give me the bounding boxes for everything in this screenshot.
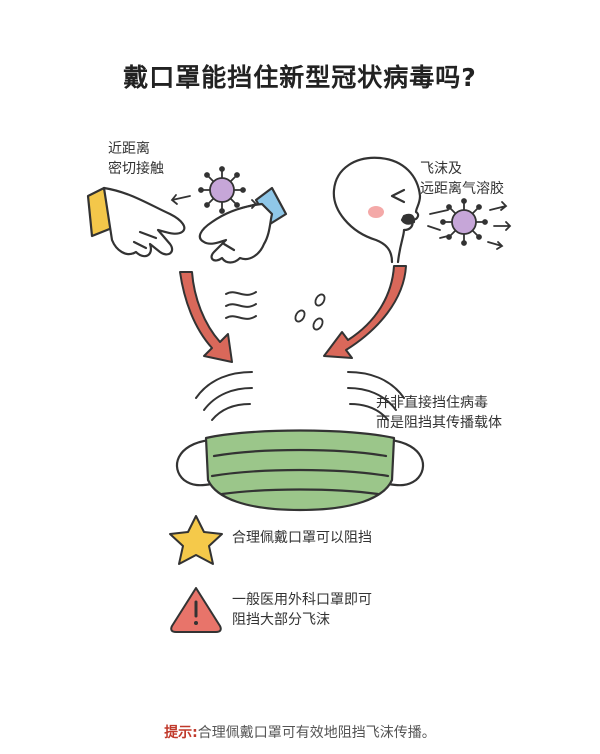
mask-icon bbox=[175, 429, 425, 512]
mask-strap-right bbox=[386, 438, 425, 487]
hands-illustration bbox=[86, 186, 288, 264]
open-mouth bbox=[400, 213, 416, 225]
left-hand bbox=[102, 186, 186, 258]
virus-icon bbox=[198, 166, 246, 214]
label-mask-function-line2: 而是阻挡其传播载体 bbox=[376, 415, 502, 431]
arrow-left bbox=[179, 271, 233, 363]
cheek bbox=[368, 206, 384, 218]
droplets bbox=[294, 293, 326, 331]
right-hand bbox=[198, 202, 274, 264]
tip-wear-mask: 合理佩戴口罩可以阻挡 bbox=[232, 530, 372, 546]
label-close-contact-line1: 近距离 bbox=[108, 141, 150, 157]
closed-eye bbox=[390, 188, 406, 204]
virus-icon bbox=[440, 198, 488, 246]
head-illustration bbox=[332, 156, 422, 264]
star-icon bbox=[169, 515, 223, 565]
tip-surgical-mask: 一般医用外科口罩即可 阻挡大部分飞沫 bbox=[232, 590, 372, 630]
label-close-contact: 近距离 密切接触 bbox=[108, 139, 164, 179]
label-droplets-line2: 远距离气溶胶 bbox=[420, 181, 504, 197]
tip-surgical-mask-line1: 一般医用外科口罩即可 bbox=[232, 592, 372, 608]
label-mask-function-line1: 并非直接挡住病毒 bbox=[376, 395, 488, 411]
footer-prefix: 提示: bbox=[164, 725, 198, 741]
deflection-lines bbox=[195, 371, 405, 421]
label-mask-function: 并非直接挡住病毒 而是阻挡其传播载体 bbox=[376, 393, 502, 433]
mask-strap-left bbox=[175, 438, 214, 487]
label-droplets: 飞沫及 远距离气溶胶 bbox=[420, 159, 504, 199]
page-title: 戴口罩能挡住新型冠状病毒吗? bbox=[123, 63, 477, 92]
tip-surgical-mask-line2: 阻挡大部分飞沫 bbox=[232, 612, 330, 628]
label-droplets-line1: 飞沫及 bbox=[420, 161, 462, 177]
arrow-right bbox=[323, 265, 407, 359]
footer-note: 提示:合理佩戴口罩可有效地阻挡飞沫传播。 bbox=[0, 722, 600, 742]
wind-lines bbox=[225, 291, 257, 320]
spread-arrows-hands bbox=[170, 194, 258, 209]
label-close-contact-line2: 密切接触 bbox=[108, 161, 164, 177]
warning-icon bbox=[170, 587, 222, 633]
footer-text: 合理佩戴口罩可有效地阻挡飞沫传播。 bbox=[197, 725, 436, 741]
